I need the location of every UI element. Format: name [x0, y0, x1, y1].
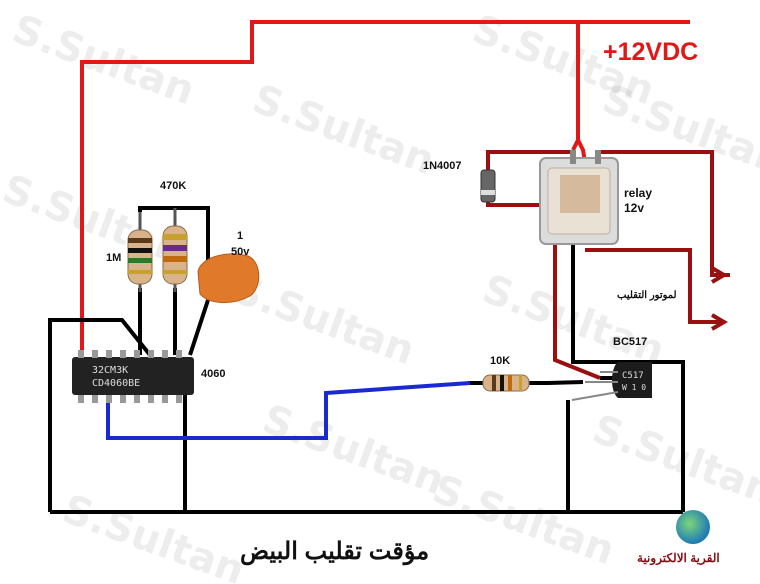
ic-pin [106, 395, 112, 403]
r10k-label: 10K [490, 355, 511, 367]
globe-logo-icon [676, 510, 710, 544]
r10k-right-lead [528, 380, 584, 385]
cap-pin-wire [188, 299, 210, 356]
motor-arrow-1 [710, 266, 728, 284]
transistor-bc517: C517 W 1 0 [571, 362, 652, 401]
ic-pin [120, 395, 126, 403]
diagram-title: مؤقت تقليب البيض [240, 538, 430, 565]
ic-body [72, 357, 194, 395]
r470k-label: 470K [160, 180, 187, 192]
capacitor-1uf [197, 253, 260, 303]
r1m-label: 1M [106, 252, 122, 264]
ic-pin [148, 395, 154, 403]
ic-marking-2: CD4060BE [92, 378, 140, 389]
relay-label-2: 12v [624, 201, 645, 215]
ic-pin [134, 395, 140, 403]
diode-1n4007 [480, 169, 496, 203]
motor-arrow-2 [710, 313, 728, 331]
ic-pin [162, 395, 168, 403]
watermark-text: S.Sultan [257, 396, 451, 504]
diode-label: 1N4007 [423, 160, 462, 172]
motor-label: لموتور التقليب [617, 290, 677, 301]
ic-pin [176, 395, 182, 403]
transistor-marking-2: W 1 0 [622, 383, 646, 392]
transistor-marking-1: C517 [622, 371, 644, 381]
relay [539, 150, 619, 245]
ic-pin [78, 350, 84, 358]
watermark-text: S.Sultan [427, 466, 621, 574]
watermark-text: S.Sultan [597, 76, 760, 184]
ic-label: 4060 [201, 368, 226, 380]
signal-wire [106, 381, 471, 440]
watermark-text: S.Sultan [57, 486, 251, 584]
ic-marking-1: 32CM3K [92, 365, 128, 376]
brand-name: القرية الالكترونية [637, 551, 720, 565]
relay-coil-wire [553, 205, 601, 380]
cap-label-1: 1 [237, 230, 244, 242]
ground-rail-wire [48, 318, 152, 512]
relay-label-1: relay [624, 186, 653, 200]
ic-pin [162, 350, 168, 358]
resistor-1m [127, 212, 153, 292]
ic-pin [134, 350, 140, 358]
resistor-470k [162, 208, 188, 292]
ic-pin [92, 395, 98, 403]
cap-label-2: 50v [231, 246, 250, 258]
watermark-text: S.Sultan [247, 76, 441, 184]
ic-pin [148, 350, 154, 358]
transistor-label: BC517 [613, 336, 648, 348]
ic-pin [176, 350, 182, 358]
ic-pin [120, 350, 126, 358]
supply-voltage-label: +12VDC [603, 38, 699, 66]
watermark-text: S.Sultan [587, 406, 760, 514]
relay-contact-wire-2 [585, 248, 722, 324]
ic-4060: 32CM3K CD4060BE [72, 350, 194, 403]
resistor-10k [482, 374, 530, 392]
positive-rail-wire [80, 20, 690, 352]
ic-pin [92, 350, 98, 358]
ic-pin [106, 350, 112, 358]
ic-pin [78, 395, 84, 403]
